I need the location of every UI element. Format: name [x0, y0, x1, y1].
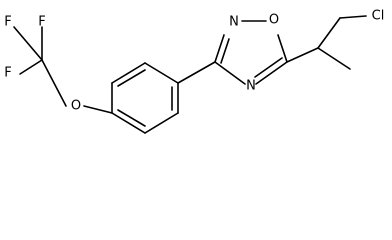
bond-phenyl: [111, 62, 146, 84]
bond-c5-n4: [255, 61, 288, 85]
bond-c5-cq: [286, 47, 319, 63]
atom-label-f-top-left: F: [4, 15, 11, 30]
bond-o-phenyl: [83, 105, 113, 114]
bond-cq-ch2: [317, 17, 341, 49]
bond-lines: [13, 15, 367, 134]
bond-phenyl-oxadiazole: [177, 61, 216, 84]
bond-f-c: [19, 59, 43, 75]
atom-label-f-left: F: [4, 66, 11, 81]
atom-label-n-ring: N: [246, 79, 256, 94]
bond-c-o-ether: [41, 59, 67, 107]
bond-ch2-cl: [339, 15, 367, 19]
bond-c5-n4-double: [254, 57, 283, 78]
molecule-structure: N O N Cl F F F O: [4, 9, 384, 134]
bond-n4-c3: [214, 61, 246, 85]
bond-o1-c5: [277, 34, 288, 63]
atom-label-o-ring: O: [269, 13, 279, 28]
atom-labels: N O N Cl F F F O: [4, 9, 384, 114]
bond-f-c: [13, 26, 43, 61]
bond-phenyl-double: [117, 69, 146, 87]
bond-phenyl: [111, 112, 146, 134]
atom-label-n-top: N: [229, 15, 239, 30]
bond-phenyl: [144, 62, 179, 84]
bond-c3-n2: [214, 34, 225, 63]
bond-phenyl-double: [117, 109, 146, 127]
bond-phenyl: [144, 112, 179, 134]
bond-cq-methyl: [317, 47, 351, 70]
atom-label-cl: Cl: [372, 9, 385, 24]
bond-c3-n2-double: [220, 38, 230, 64]
atom-label-f-top-mid: F: [38, 15, 45, 30]
atom-label-o-ether: O: [71, 99, 81, 114]
